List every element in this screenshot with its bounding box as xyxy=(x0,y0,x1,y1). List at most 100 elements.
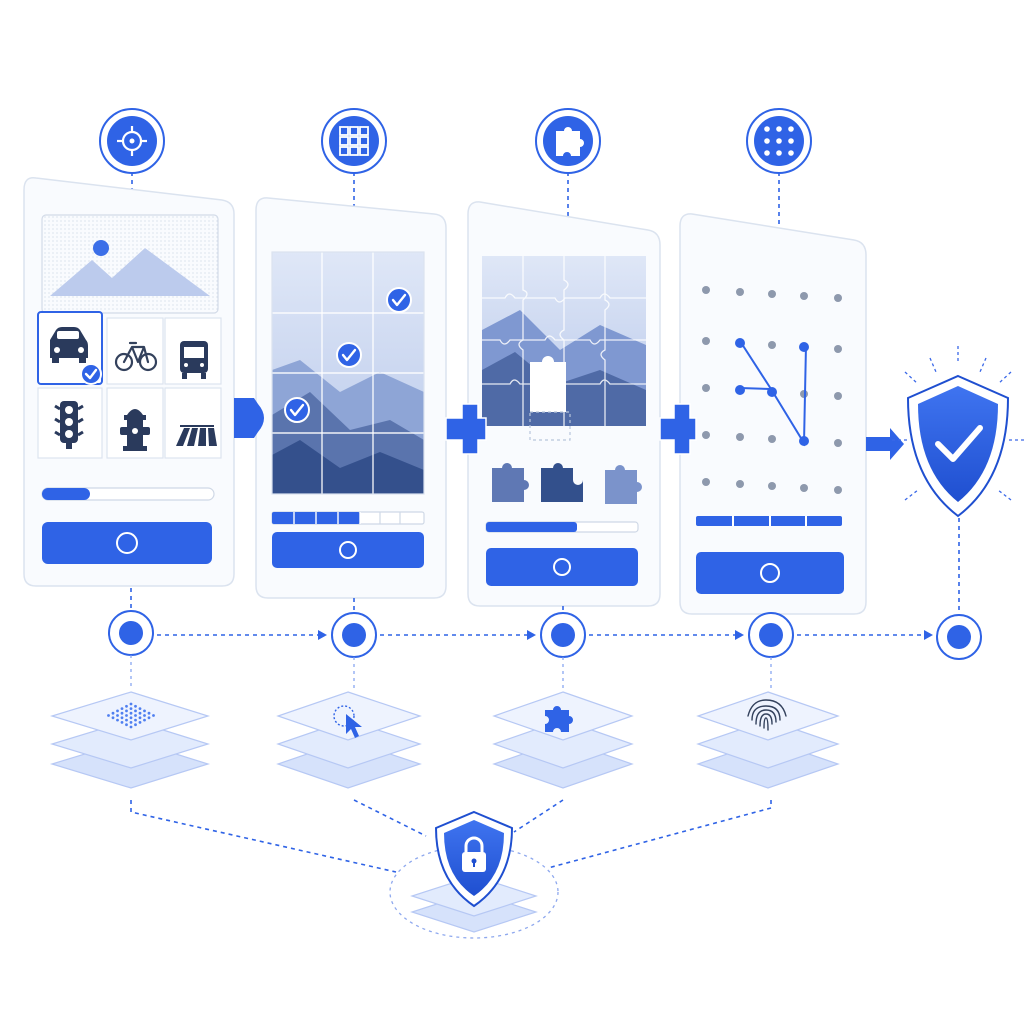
bicycle-icon[interactable] xyxy=(114,341,158,372)
car-icon[interactable] xyxy=(50,327,88,363)
dot-matrix-dot xyxy=(134,714,137,717)
layer-stacks xyxy=(49,691,840,789)
dot-grid-icon xyxy=(746,108,812,174)
selected-check-icon xyxy=(386,287,412,313)
pattern-dot[interactable] xyxy=(834,392,842,400)
bus-icon[interactable] xyxy=(180,341,208,379)
target-icon xyxy=(99,108,165,174)
dot-grid-icon xyxy=(107,702,155,729)
puzzle-icon xyxy=(545,706,573,732)
submit-button[interactable] xyxy=(42,522,212,564)
submit-button[interactable] xyxy=(696,552,844,594)
pattern-dot[interactable] xyxy=(834,486,842,494)
selected-check-icon xyxy=(284,397,310,423)
panel-puzzle xyxy=(467,201,661,607)
traffic-light-icon[interactable] xyxy=(54,401,84,449)
dot-matrix-dot xyxy=(116,718,119,722)
puzzle-drop-target xyxy=(529,411,571,441)
puzzle-gap xyxy=(530,356,566,412)
submit-button[interactable] xyxy=(272,532,424,568)
flow-node xyxy=(331,612,377,658)
flow-node xyxy=(936,614,982,660)
dot-matrix-dot xyxy=(120,721,124,724)
dot-matrix-dot xyxy=(111,716,115,720)
flow-node xyxy=(540,612,586,658)
dot-matrix-dot xyxy=(134,704,137,708)
panel-connectors xyxy=(234,398,904,460)
dot-matrix-dot xyxy=(129,702,133,706)
pattern-dot[interactable] xyxy=(702,337,710,345)
pattern-dot[interactable] xyxy=(702,286,710,294)
dot-matrix-dot xyxy=(134,723,137,727)
pattern-dot[interactable] xyxy=(736,433,744,441)
pattern-dot[interactable] xyxy=(768,482,776,490)
dot-matrix-dot xyxy=(134,718,137,722)
pattern-dot[interactable] xyxy=(702,431,710,439)
pattern-dot[interactable] xyxy=(735,385,745,395)
stage-icons xyxy=(99,108,812,240)
puzzle-piece-icon[interactable] xyxy=(492,463,529,502)
image-placeholder xyxy=(41,214,219,314)
connector-plus-icon xyxy=(445,403,487,455)
dot-matrix-dot xyxy=(111,711,115,715)
pattern-dot[interactable] xyxy=(768,341,776,349)
dot-matrix-dot xyxy=(125,714,128,717)
dot-matrix-dot xyxy=(107,714,110,717)
pattern-dot[interactable] xyxy=(834,294,842,302)
dot-matrix-dot xyxy=(129,711,133,715)
pattern-dot[interactable] xyxy=(834,345,842,353)
cursor-click-icon xyxy=(333,705,362,738)
dot-matrix-dot xyxy=(125,723,128,727)
dot-matrix-dot xyxy=(125,718,128,722)
dot-matrix-dot xyxy=(116,714,119,717)
puzzle-image xyxy=(482,256,646,426)
dot-matrix-dot xyxy=(138,711,142,715)
dot-matrix-dot xyxy=(120,707,124,710)
dot-matrix-dot xyxy=(143,714,146,717)
pattern-dot[interactable] xyxy=(702,384,710,392)
hub-connectors xyxy=(130,799,772,873)
puzzle-piece-icon[interactable] xyxy=(541,463,583,502)
dot-matrix-dot xyxy=(138,716,142,720)
pattern-dot[interactable] xyxy=(736,288,744,296)
dot-matrix-dot xyxy=(129,716,133,720)
dot-matrix-dot xyxy=(152,714,155,717)
pattern-dot[interactable] xyxy=(834,439,842,447)
dot-matrix-dot xyxy=(147,716,151,720)
dot-matrix-dot xyxy=(143,709,146,713)
submit-button[interactable] xyxy=(486,548,638,586)
dot-matrix-dot xyxy=(129,725,133,729)
dot-matrix-dot xyxy=(129,707,133,710)
landscape-grid xyxy=(271,251,425,495)
dot-matrix-dot xyxy=(134,709,137,713)
layer-stack xyxy=(492,691,634,789)
pattern-dot[interactable] xyxy=(736,480,744,488)
pattern-path xyxy=(739,340,807,447)
progress-bar xyxy=(271,511,425,525)
dot-matrix-dot xyxy=(147,711,151,715)
pattern-dot[interactable] xyxy=(768,290,776,298)
dot-matrix-dot xyxy=(129,721,133,724)
puzzle-icon xyxy=(535,108,601,174)
progress-bar xyxy=(696,516,842,526)
crosswalk-icon[interactable] xyxy=(176,425,217,446)
pattern-dot[interactable] xyxy=(800,292,808,300)
connector-plus-icon xyxy=(659,403,697,455)
dot-matrix-dot xyxy=(125,709,128,713)
layer-stack xyxy=(276,691,422,789)
pattern-dot[interactable] xyxy=(799,342,809,352)
selected-check-icon xyxy=(336,342,362,368)
pattern-dot[interactable] xyxy=(768,435,776,443)
progress-bar xyxy=(485,521,639,533)
dot-matrix-dot xyxy=(125,704,128,708)
pattern-dot[interactable] xyxy=(702,478,710,486)
panel-pattern xyxy=(679,213,867,615)
puzzle-piece-options xyxy=(492,463,642,504)
dot-matrix-dot xyxy=(120,711,124,715)
pattern-dot[interactable] xyxy=(800,484,808,492)
puzzle-piece-icon[interactable] xyxy=(605,465,642,504)
category-grid xyxy=(37,311,222,459)
fire-hydrant-icon[interactable] xyxy=(120,409,150,451)
dot-matrix-dot xyxy=(120,716,124,720)
